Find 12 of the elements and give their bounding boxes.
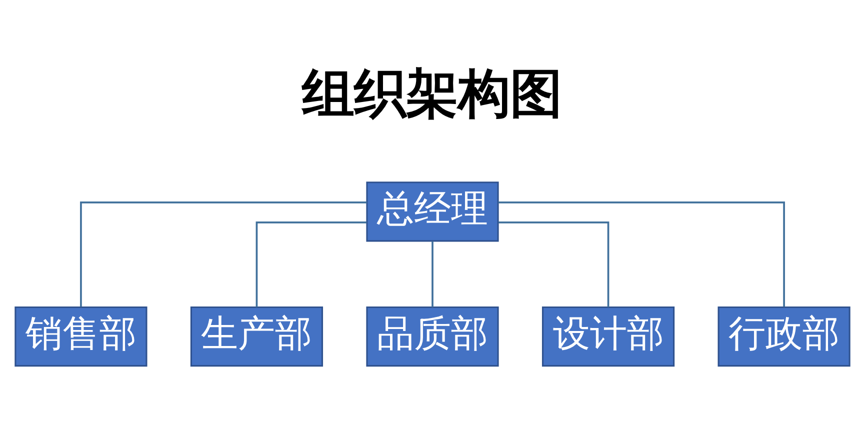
diagram-title: 组织架构图 (302, 64, 562, 125)
connector (80, 201, 367, 307)
node-box: 生产部 (190, 306, 324, 367)
connector (498, 222, 610, 308)
node-box: 销售部 (14, 306, 148, 367)
node-box: 设计部 (542, 306, 675, 367)
connector (256, 222, 367, 308)
node-box: 总经理 (366, 182, 499, 242)
node-box: 品质部 (366, 306, 499, 367)
connector (498, 201, 785, 307)
node-box: 行政部 (718, 306, 850, 367)
connector (432, 241, 434, 308)
